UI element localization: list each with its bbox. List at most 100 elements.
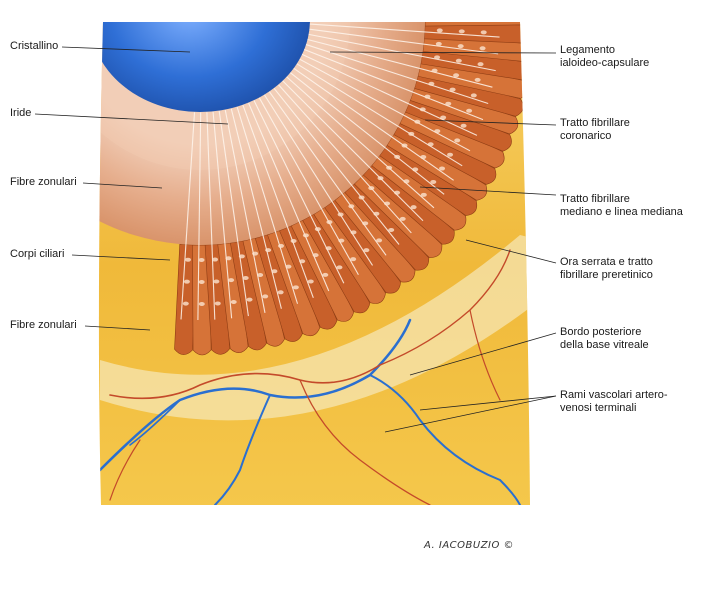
zonular-fibre xyxy=(253,100,345,284)
label-tratto-mediano: Tratto fibrillare mediano e linea median… xyxy=(560,193,683,218)
zonular-bead xyxy=(182,301,189,306)
zonular-bead xyxy=(384,201,391,206)
zonular-bead xyxy=(228,278,235,283)
zonular-bead xyxy=(277,290,284,295)
zonular-bead xyxy=(265,248,272,253)
zonular-bead xyxy=(213,279,220,284)
label-corpi-ciliari: Corpi ciliari xyxy=(10,248,65,260)
zonular-bead xyxy=(445,101,452,106)
zonular-bead xyxy=(336,265,343,270)
zonular-bead xyxy=(394,154,401,159)
zonular-fibre xyxy=(304,49,484,121)
zonular-bead xyxy=(322,272,329,277)
zonular-fibre xyxy=(286,76,435,209)
zonular-bead xyxy=(470,93,477,98)
ciliary-process xyxy=(254,232,303,342)
zonular-bead xyxy=(439,166,446,171)
zonular-bead xyxy=(242,275,249,280)
ciliary-process xyxy=(192,244,212,356)
ciliary-process xyxy=(313,204,386,304)
zonular-bead xyxy=(337,212,344,217)
zonular-bead xyxy=(410,205,417,210)
zonular-bead xyxy=(377,176,384,181)
zonular-bead xyxy=(338,238,345,243)
zonular-fibre xyxy=(273,87,400,245)
label-fibre-zonulari-2: Fibre zonulari xyxy=(10,319,77,331)
ciliary-process xyxy=(230,239,267,351)
zonular-bead xyxy=(477,62,484,67)
zonular-bead xyxy=(481,14,487,18)
zonular-bead xyxy=(299,259,306,264)
zonular-fibre xyxy=(206,112,216,320)
ciliary-process xyxy=(302,211,371,314)
zonular-bead xyxy=(412,167,419,172)
zonular-bead xyxy=(325,246,332,251)
label-bordo-posteriore: Bordo posteriore della base vitreale xyxy=(560,326,649,351)
ciliary-process xyxy=(353,170,443,258)
zonular-bead xyxy=(427,142,434,147)
ciliary-process xyxy=(386,129,488,201)
label-tratto-coronarico: Tratto fibrillare coronarico xyxy=(560,117,630,142)
zonular-bead xyxy=(368,186,375,191)
zonular-bead xyxy=(350,257,357,262)
zonular-bead xyxy=(479,46,486,51)
label-rami-vascolari: Rami vascolari artero- venosi terminali xyxy=(560,389,668,414)
zonular-bead xyxy=(480,30,487,35)
zonular-fibre xyxy=(224,109,266,314)
zonular-bead xyxy=(403,179,410,184)
ciliary-processes xyxy=(174,22,531,356)
ciliary-process xyxy=(279,223,338,330)
ciliary-process xyxy=(405,95,512,152)
zonular-fibre xyxy=(290,72,445,195)
ciliary-process xyxy=(424,22,531,27)
zonular-bead xyxy=(292,285,299,290)
ciliary-process xyxy=(242,236,285,347)
zonular-fibre xyxy=(263,94,373,266)
zonular-bead xyxy=(363,248,370,253)
ciliary-process xyxy=(399,106,505,169)
zonular-fibre xyxy=(305,44,489,105)
zonular-bead xyxy=(399,216,406,221)
lens xyxy=(98,22,310,112)
zonular-bead xyxy=(420,155,427,160)
zonular-bead xyxy=(198,279,205,284)
zonular-fibre xyxy=(310,19,500,20)
zonular-bead xyxy=(435,41,442,46)
zonular-bead xyxy=(440,115,447,120)
zonular-bead xyxy=(414,119,421,124)
zonular-fibre xyxy=(301,53,478,136)
zonular-fibres xyxy=(180,14,500,321)
zonular-bead xyxy=(458,29,465,34)
iris-inner xyxy=(98,22,350,170)
zonular-bead xyxy=(285,264,292,269)
zonular-bead xyxy=(437,15,443,19)
zonular-bead xyxy=(225,256,232,261)
zonular-bead xyxy=(434,55,441,60)
zonular-fibre xyxy=(230,108,282,309)
zonular-bead xyxy=(454,138,461,143)
zonular-bead xyxy=(302,233,309,238)
ciliary-process xyxy=(290,217,355,322)
ciliary-process xyxy=(371,150,467,231)
zonular-bead xyxy=(420,192,427,197)
zonular-bead xyxy=(348,204,355,209)
zonular-fibre xyxy=(282,80,424,222)
zonular-bead xyxy=(198,301,205,306)
zonular-bead xyxy=(350,230,357,235)
zonular-bead xyxy=(185,257,192,262)
zonular-bead xyxy=(408,131,415,136)
zonular-fibre xyxy=(236,106,299,304)
zonular-bead xyxy=(474,77,481,82)
zonular-bead xyxy=(449,87,456,92)
zonular-bead xyxy=(326,220,333,225)
zonular-fibre xyxy=(242,104,314,298)
zonular-bead xyxy=(424,94,431,99)
zonular-fibre xyxy=(278,84,412,234)
zonular-bead xyxy=(307,279,314,284)
zonular-bead xyxy=(436,28,443,33)
zonular-bead xyxy=(386,165,393,170)
zonular-bead xyxy=(430,179,437,184)
zonular-bead xyxy=(183,279,190,284)
zonular-bead xyxy=(257,273,264,278)
